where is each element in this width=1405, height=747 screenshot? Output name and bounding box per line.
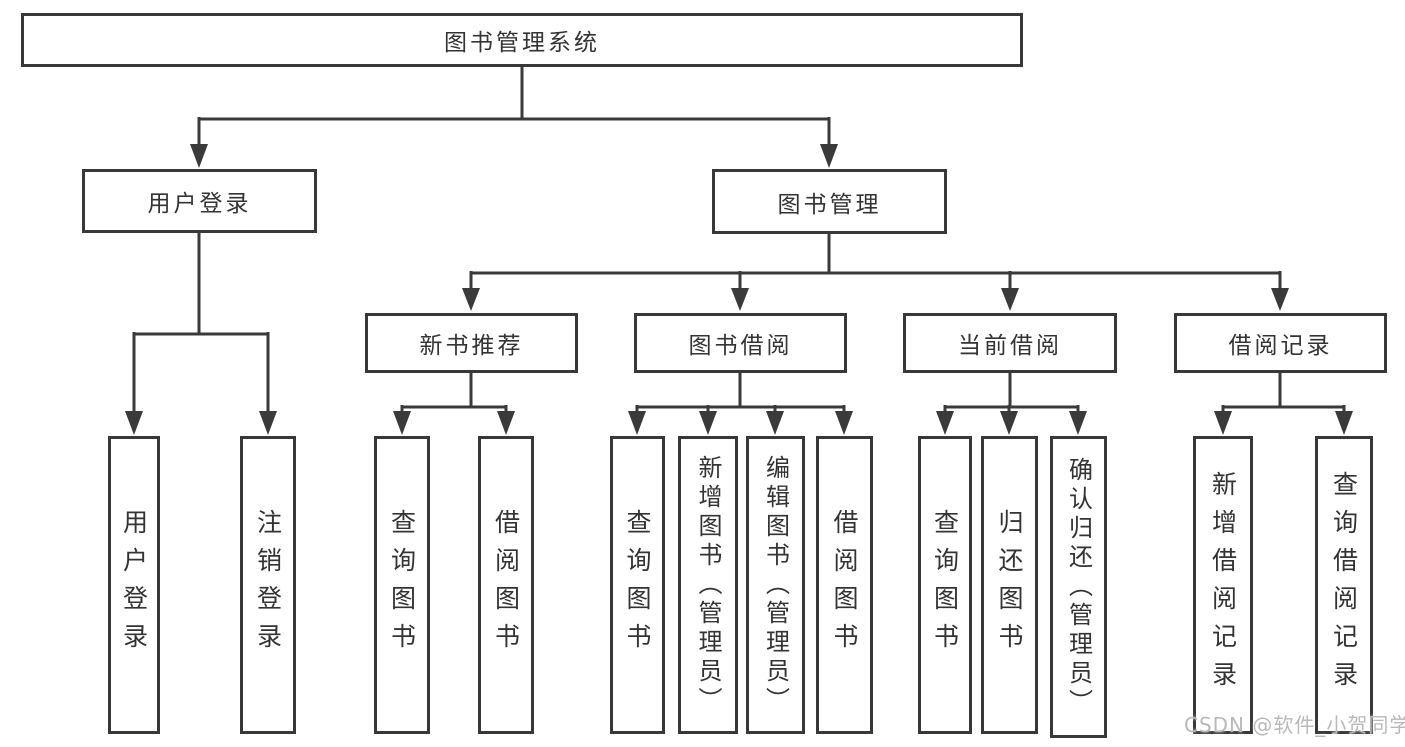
leaf-label: 新增图书（管理员） — [694, 454, 722, 716]
leaf-label: 确认归还（管理员） — [1064, 456, 1093, 718]
node-book-management: 图书管理 — [712, 169, 947, 234]
node-user-login: 用户登录 — [82, 169, 317, 233]
leaf-label: 用户登录 — [119, 509, 149, 661]
node-borrow-record: 借阅记录 — [1174, 313, 1387, 373]
leaf-label: 新增借阅记录 — [1208, 471, 1238, 699]
arrowhead-new-book-rec — [462, 288, 480, 311]
leaf-label: 借阅图书 — [830, 509, 859, 661]
arrowhead-current-borrow — [1001, 288, 1019, 311]
csdn-watermark: CSDN @软件_小贺同学 — [1184, 713, 1405, 737]
arrowhead-user-login — [190, 144, 208, 168]
node-leaf-user-login: 用户登录 — [108, 436, 160, 734]
node-leaf-confirm-return-admin: 确认归还（管理员） — [1050, 436, 1107, 738]
arrowhead-borrow-record — [1271, 288, 1289, 311]
node-leaf-query-borrow-record: 查询借阅记录 — [1315, 436, 1373, 734]
connector-borrow-record-children — [1221, 373, 1346, 413]
node-leaf-add-borrow-record: 新增借阅记录 — [1193, 436, 1253, 734]
node-root-system: 图书管理系统 — [21, 13, 1023, 67]
leaf-label: 查询图书 — [930, 509, 960, 661]
connector-root-to-branches — [197, 67, 831, 146]
arrowhead-leaf-logout — [259, 411, 277, 435]
leaf-label: 借阅图书 — [491, 509, 521, 661]
leaf-label: 查询图书 — [623, 509, 652, 661]
connector-current-borrow-children — [943, 373, 1080, 413]
leaf-label: 归还图书 — [995, 509, 1024, 661]
leaf-label: 查询借阅记录 — [1329, 471, 1359, 699]
node-leaf-query-books-2: 查询图书 — [610, 436, 665, 734]
node-leaf-query-books-3: 查询图书 — [918, 436, 972, 734]
node-leaf-add-books-admin: 新增图书（管理员） — [678, 436, 738, 734]
arrowhead-book-mgmt — [820, 144, 838, 168]
node-leaf-borrow-books-1: 借阅图书 — [478, 436, 534, 734]
connector-book-mgmt-children — [469, 234, 1282, 290]
node-new-book-recommend: 新书推荐 — [365, 313, 578, 373]
node-book-borrow: 图书借阅 — [634, 313, 847, 373]
node-leaf-logout: 注销登录 — [240, 436, 296, 734]
node-current-borrow: 当前借阅 — [903, 313, 1117, 373]
arrowhead-book-borrow — [731, 288, 749, 311]
arrowhead-leaf-login — [125, 411, 143, 435]
connector-user-login-children — [132, 233, 270, 413]
node-leaf-return-books: 归还图书 — [981, 436, 1038, 734]
leaf-label: 查询图书 — [387, 509, 417, 661]
node-leaf-query-books-1: 查询图书 — [374, 436, 430, 734]
connector-new-book-rec-children — [400, 373, 508, 413]
leaf-label: 注销登录 — [253, 509, 283, 661]
leaf-label: 编辑图书（管理员） — [761, 454, 790, 716]
node-leaf-edit-books-admin: 编辑图书（管理员） — [746, 436, 805, 734]
node-leaf-borrow-books-2: 借阅图书 — [816, 436, 873, 734]
connector-book-borrow-children — [635, 373, 846, 413]
